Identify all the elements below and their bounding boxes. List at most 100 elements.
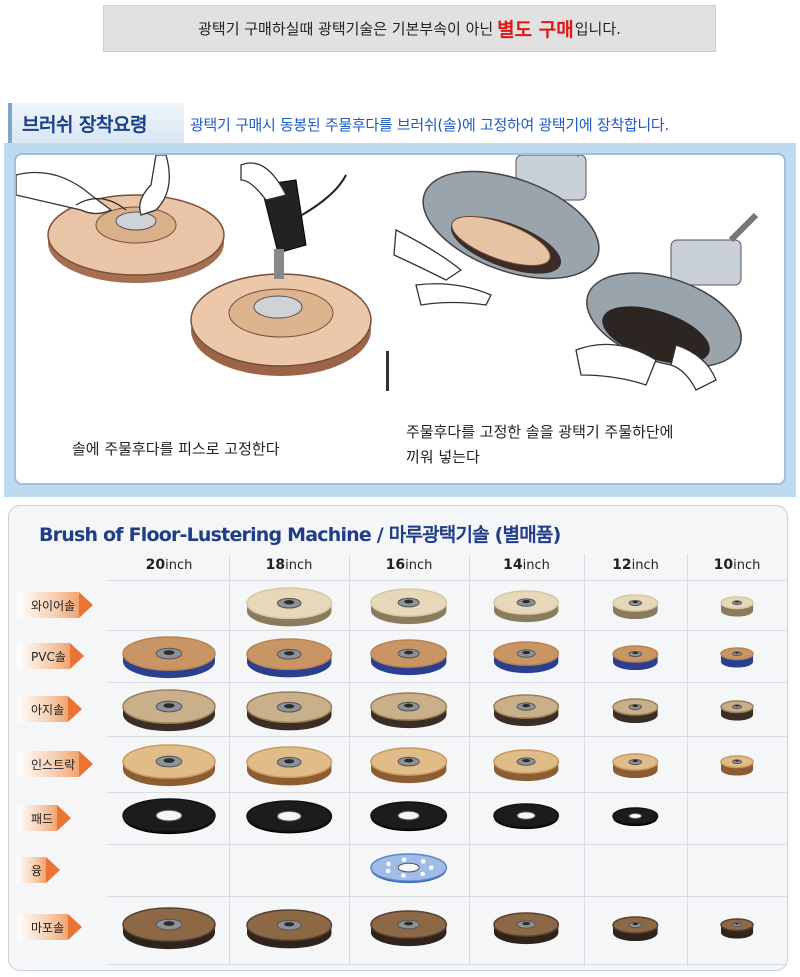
column-divider [229, 554, 230, 966]
brush-image-패드-12inch [612, 807, 659, 827]
brush-image-아지솔-20inch [122, 689, 216, 732]
brush-catalog: Brush of Floor-Lustering Machine / 마루광택기… [8, 505, 788, 971]
arrow-right-icon [79, 592, 94, 618]
brush-image-아지솔-12inch [612, 698, 659, 724]
brush-image-PVC솔-20inch [122, 636, 216, 679]
row-label-text: 아지솔 [17, 696, 69, 722]
brush-image-와이어솔-14inch [493, 590, 560, 623]
column-size-unit: inch [522, 558, 550, 573]
section-description: 광택기 구매시 동봉된 주물후다를 브러쉬(솔)에 고정하여 광택기에 장착합니… [190, 116, 669, 134]
brush-image-인스트락-10inch [720, 755, 754, 776]
row-divider [107, 580, 787, 581]
brush-disc-illustration-2 [190, 273, 372, 376]
brush-image-융-16inch [370, 853, 448, 884]
column-header-18inch: 18inch [229, 557, 349, 577]
brush-image-PVC솔-14inch [493, 641, 560, 674]
column-size-unit: inch [631, 558, 659, 573]
brush-image-인스트락-18inch [246, 746, 332, 786]
brush-image-와이어솔-16inch [370, 588, 448, 625]
column-header-20inch: 20inch [109, 557, 229, 577]
column-size-value: 10 [713, 557, 734, 573]
polisher-machine-illustration-1 [422, 155, 600, 280]
row-label: 패드 [17, 805, 109, 831]
section-title: 브러쉬 장착요령 [8, 103, 184, 143]
column-size-unit: inch [165, 558, 193, 573]
brush-image-PVC솔-10inch [720, 647, 754, 668]
brush-image-인스트락-20inch [122, 744, 216, 787]
brush-image-인스트락-12inch [612, 753, 659, 779]
brush-image-패드-16inch [370, 801, 448, 832]
row-label: 융 [17, 857, 109, 883]
column-size-unit: inch [285, 558, 313, 573]
caption-insert-brush-line1: 주물후다를 고정한 솔을 광택기 주물하단에 [406, 423, 674, 441]
catalog-title: Brush of Floor-Lustering Machine / 마루광택기… [39, 524, 561, 546]
installation-illustration-panel: 솔에 주물후다를 피스로 고정한다 주물후다를 고정한 솔을 광택기 주물하단에… [4, 143, 796, 497]
row-label-text: 패드 [17, 805, 58, 831]
column-header-10inch: 10inch [687, 557, 787, 577]
brush-image-패드-14inch [493, 803, 560, 830]
installation-drawing [16, 155, 759, 391]
row-divider [107, 896, 787, 897]
brush-image-PVC솔-18inch [246, 638, 332, 678]
row-label-text: PVC솔 [17, 643, 70, 669]
column-divider [687, 554, 688, 966]
column-size-value: 16 [385, 557, 406, 573]
column-divider [469, 554, 470, 966]
notice-text: 광택기 구매하실때 광택기술은 기본부속이 아닌 [198, 20, 494, 38]
column-size-unit: inch [405, 558, 433, 573]
brush-image-마포솔-14inch [493, 912, 560, 945]
row-divider [107, 736, 787, 737]
column-divider [584, 554, 585, 966]
row-divider [107, 792, 787, 793]
row-label-text: 융 [17, 857, 47, 883]
brush-image-인스트락-16inch [370, 747, 448, 784]
column-size-value: 12 [612, 557, 632, 573]
notice-suffix: 입니다. [574, 20, 621, 38]
row-divider [107, 682, 787, 683]
brush-image-와이어솔-10inch [720, 596, 754, 617]
column-header-12inch: 12inch [584, 557, 687, 577]
row-label: 마포솔 [17, 914, 109, 940]
row-label-text: 와이어솔 [17, 592, 80, 618]
brush-image-아지솔-16inch [370, 692, 448, 729]
column-divider [349, 554, 350, 966]
column-header-14inch: 14inch [469, 557, 584, 577]
arrow-right-icon [68, 696, 83, 722]
notice-highlight: 별도 구매 [497, 19, 574, 41]
brush-image-패드-18inch [246, 800, 332, 834]
brush-image-인스트락-14inch [493, 749, 560, 782]
row-label: 인스트락 [17, 751, 109, 777]
brush-image-와이어솔-12inch [612, 594, 659, 620]
column-header-16inch: 16inch [349, 557, 469, 577]
brush-image-PVC솔-16inch [370, 639, 448, 676]
column-size-value: 18 [265, 557, 286, 573]
row-label: PVC솔 [17, 643, 109, 669]
arrow-right-icon [46, 857, 61, 883]
illustration-inner: 솔에 주물후다를 피스로 고정한다 주물후다를 고정한 솔을 광택기 주물하단에… [14, 153, 786, 485]
brush-image-아지솔-18inch [246, 691, 332, 731]
purchase-notice: 광택기 구매하실때 광택기술은 기본부속이 아닌 별도 구매 입니다. [103, 5, 716, 52]
brush-image-아지솔-10inch [720, 700, 754, 721]
brush-image-마포솔-18inch [246, 909, 332, 949]
column-size-unit: inch [733, 558, 761, 573]
arrow-right-icon [57, 805, 72, 831]
caption-insert-brush-line2: 끼워 넣는다 [406, 448, 480, 466]
arrow-right-icon [68, 914, 83, 940]
brush-image-마포솔-10inch [720, 918, 754, 939]
brush-image-마포솔-20inch [122, 907, 216, 950]
row-label-text: 마포솔 [17, 914, 69, 940]
caption-insert-brush: 주물후다를 고정한 솔을 광택기 주물하단에 끼워 넣는다 [406, 420, 673, 470]
column-size-value: 14 [503, 557, 523, 573]
column-size-value: 20 [145, 557, 166, 573]
row-divider [107, 844, 787, 845]
brush-image-패드-20inch [122, 798, 216, 835]
brush-disc-illustration-1 [47, 194, 225, 283]
brush-image-마포솔-16inch [370, 910, 448, 947]
arrow-right-icon [69, 643, 84, 669]
brush-image-PVC솔-12inch [612, 645, 659, 671]
caption-attach-plate: 솔에 주물후다를 피스로 고정한다 [72, 440, 280, 458]
brush-image-아지솔-14inch [493, 694, 560, 727]
brush-image-마포솔-12inch [612, 916, 659, 942]
row-divider [107, 964, 787, 965]
